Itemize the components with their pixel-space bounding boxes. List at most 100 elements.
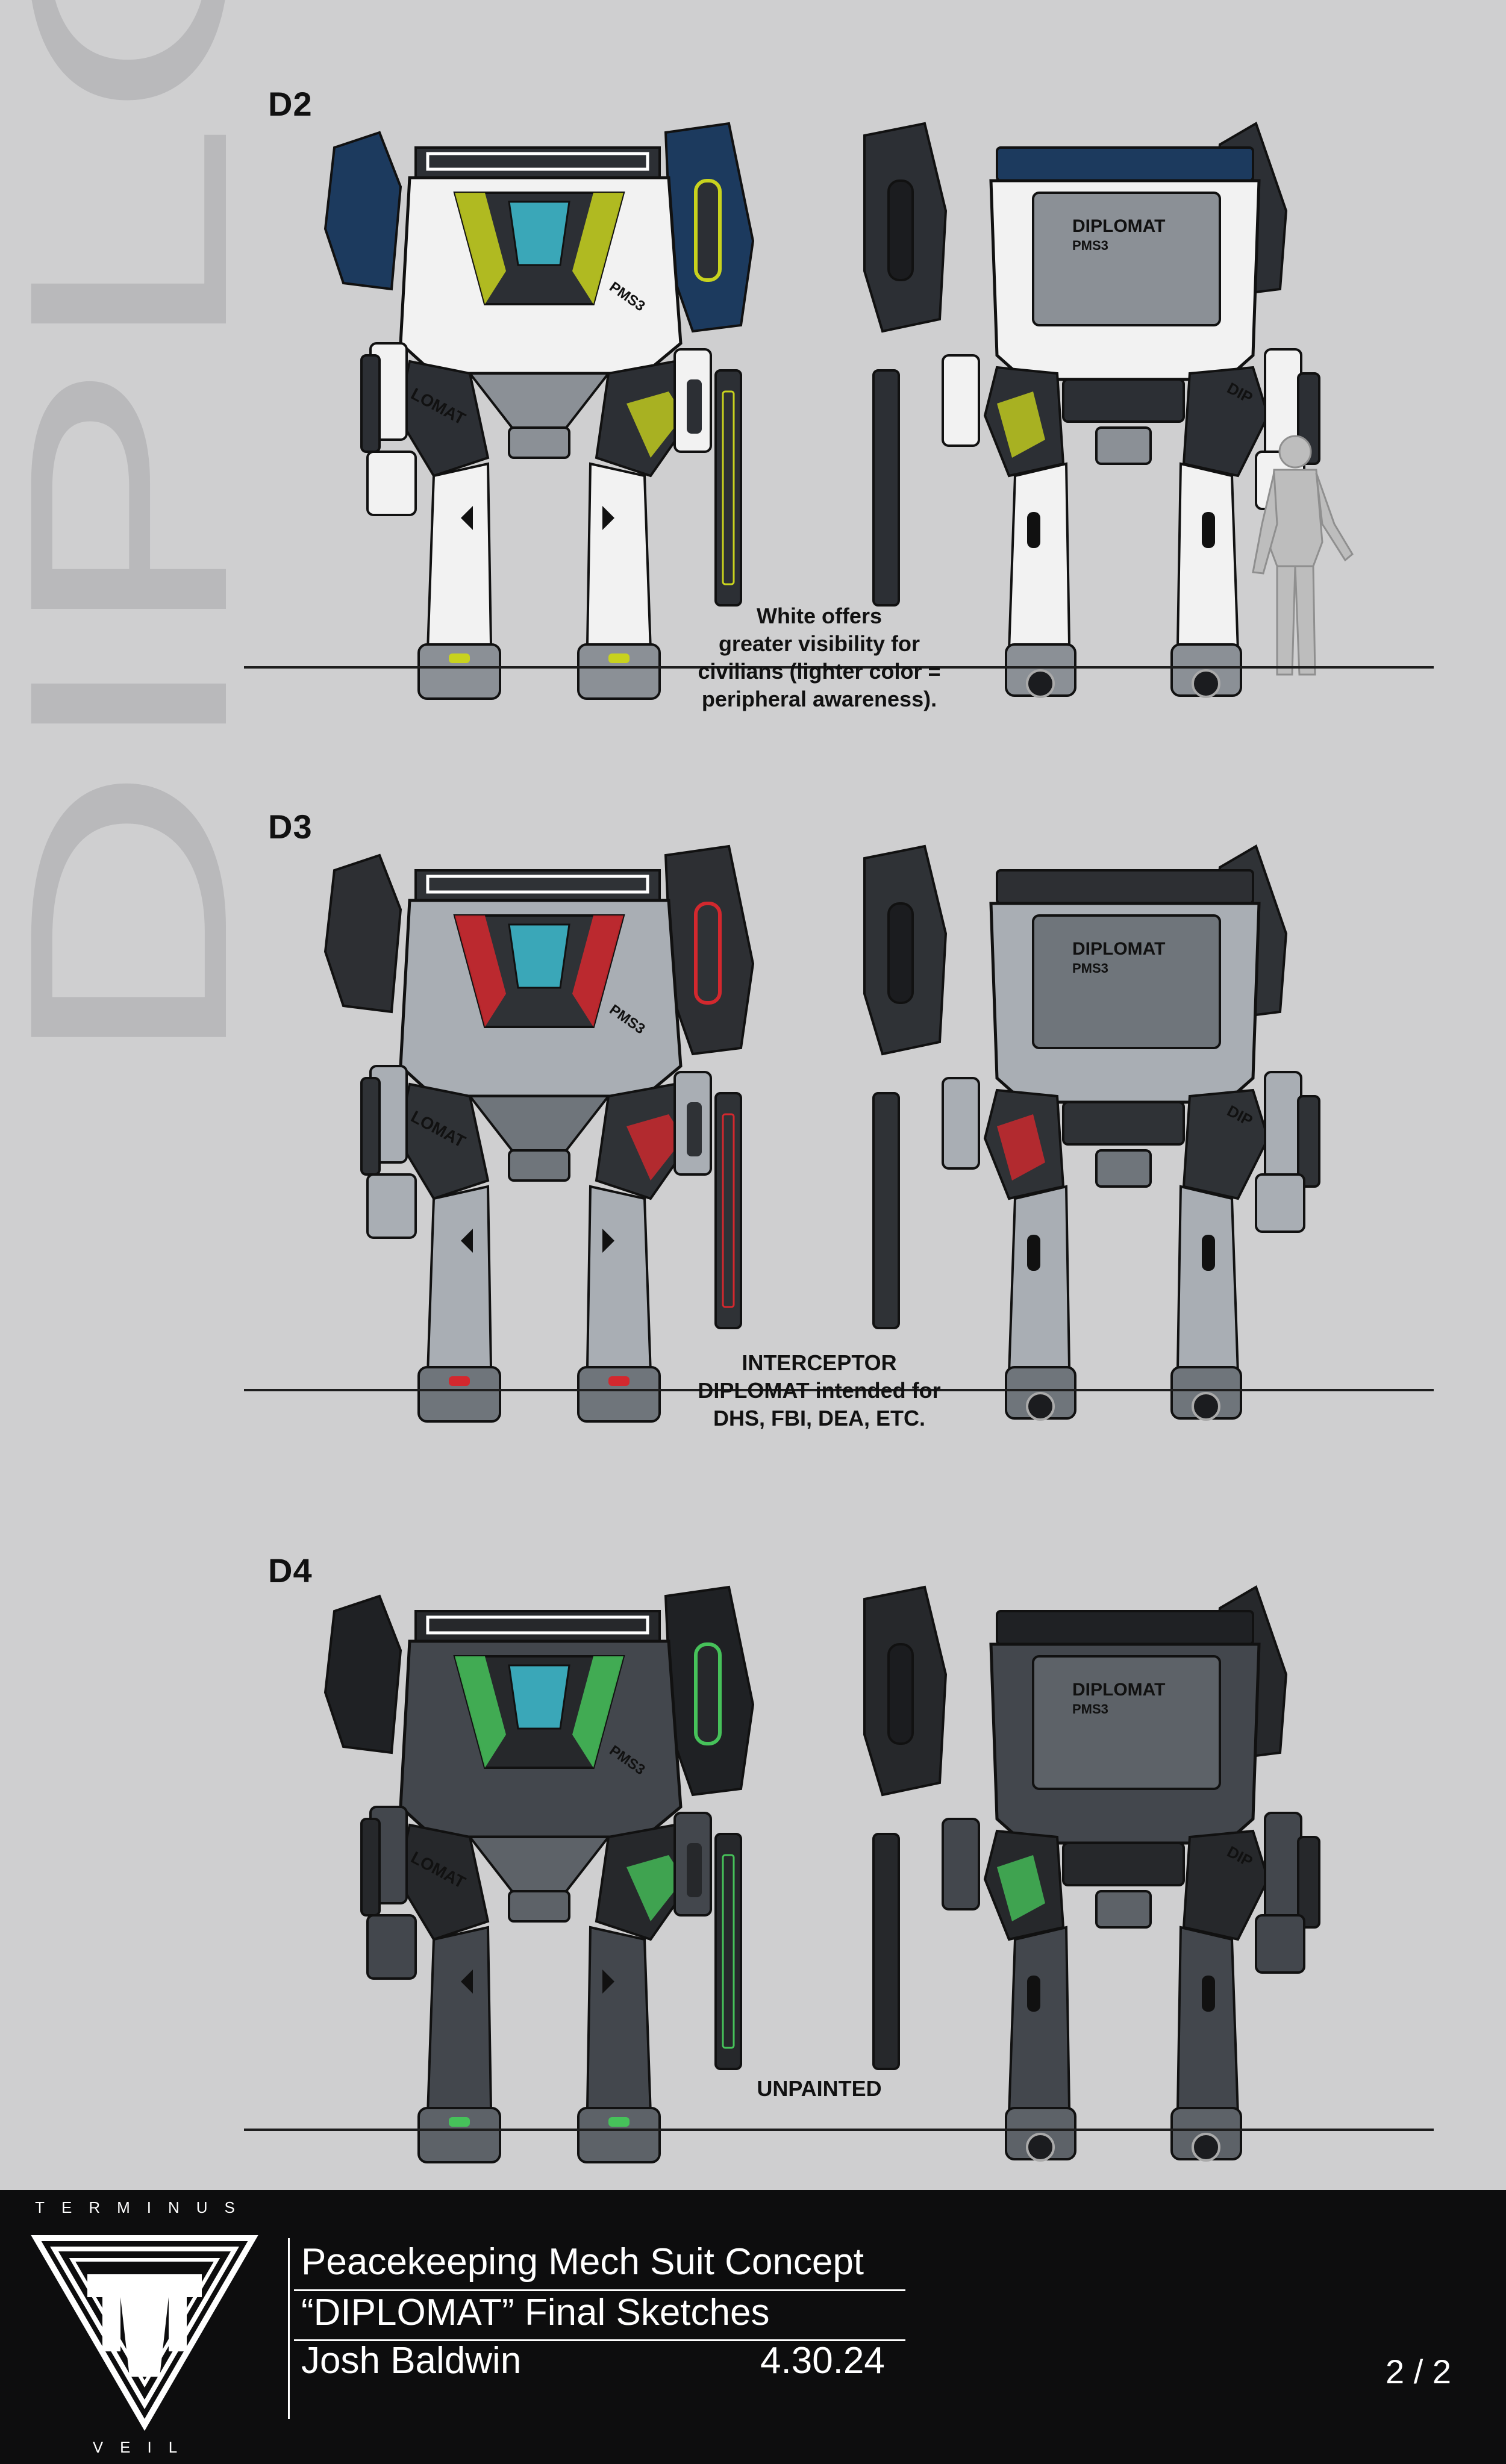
back-hip-accent	[997, 391, 1045, 458]
left-shoulder-pad	[323, 1594, 402, 1754]
back-shoulder-slot	[887, 179, 914, 281]
brand-name-top: TERMINUS	[35, 2198, 252, 2216]
row-label: D2	[268, 85, 313, 123]
right-leg	[586, 462, 652, 652]
ground-line	[244, 666, 1434, 669]
riot-shield	[714, 369, 742, 607]
left-forearm-pod	[360, 1077, 381, 1176]
back-left-arm	[942, 354, 980, 447]
ground-line	[244, 2129, 1434, 2131]
back-right-leg	[1176, 462, 1240, 652]
left-forearm-pod	[360, 1818, 381, 1917]
pelvis-joint	[508, 1149, 570, 1182]
back-top-bar	[996, 146, 1254, 182]
back-right-hand	[1255, 1173, 1305, 1233]
chest-accent-left	[455, 193, 506, 304]
heel-thruster	[1192, 1392, 1220, 1421]
waist	[467, 1836, 611, 1892]
shoulder-slot	[694, 1642, 722, 1745]
back-forearm-pod	[1297, 1095, 1320, 1188]
calf-vent	[1202, 512, 1215, 548]
left-leg	[426, 1185, 493, 1375]
backpack-panel	[1032, 914, 1221, 1049]
back-sublabel: PMS3	[1072, 238, 1108, 253]
left-foot	[417, 2107, 501, 2163]
back-left-leg	[1007, 462, 1071, 652]
back-pelvis-joint	[1095, 426, 1152, 465]
back-hip-accent	[997, 1855, 1045, 1921]
foot-light	[608, 2117, 630, 2127]
back-waist	[1062, 1101, 1185, 1146]
waist	[467, 1095, 611, 1152]
shoulder-slot	[694, 902, 722, 1005]
riot-shield-edge	[722, 1854, 735, 2049]
back-shield	[872, 369, 900, 607]
left-hand	[366, 451, 417, 516]
calf-vent	[1027, 1235, 1040, 1271]
human-arm	[1315, 472, 1354, 562]
sheet-date: 4.30.24	[760, 2340, 885, 2381]
chest-accent-left	[455, 915, 506, 1027]
footer-bar: TERMINUS VEIL Peacekeeping Mech Suit Con…	[0, 2190, 1506, 2464]
visor-window	[508, 1664, 570, 1730]
back-shield	[872, 1833, 900, 2070]
back-label: DIPLOMAT	[1072, 939, 1165, 959]
left-leg	[426, 1926, 493, 2116]
sheet-title: Peacekeeping Mech Suit Concept	[301, 2241, 864, 2283]
back-label: DIPLOMAT	[1072, 1680, 1165, 1700]
design-note: INTERCEPTOR DIPLOMAT intended for DHS, F…	[698, 1350, 941, 1430]
back-right-hip	[1182, 366, 1270, 478]
sheet-subtitle: “DIPLOMAT” Final Sketches	[301, 2292, 770, 2333]
back-hip-accent	[997, 1114, 1045, 1181]
heel-thruster	[1192, 2133, 1220, 2162]
right-foot	[577, 1366, 661, 1423]
back-shoulder-slot	[887, 1643, 914, 1745]
human-scale-figure	[1252, 435, 1354, 676]
calf-vent	[1027, 1976, 1040, 2012]
row-label: D4	[268, 1552, 313, 1589]
brand-name-bottom: VEIL	[92, 2438, 195, 2456]
design-note: White offers greater visibility for civi…	[698, 604, 941, 711]
calf-vent	[1027, 512, 1040, 548]
backpack-panel	[1032, 1655, 1221, 1790]
page-number: 2 / 2	[1386, 2353, 1451, 2391]
back-right-hip	[1182, 1829, 1270, 1941]
visor-window	[508, 201, 570, 266]
human-leg	[1294, 565, 1316, 676]
back-top-bar	[996, 1610, 1254, 1645]
back-shoulder-slot	[887, 902, 914, 1004]
back-sublabel: PMS3	[1072, 961, 1108, 976]
right-arm-detail	[687, 1843, 702, 1897]
hip-accent	[626, 1855, 684, 1921]
knee-marker	[602, 1970, 614, 1994]
back-right-hip	[1182, 1088, 1270, 1200]
right-leg	[586, 1185, 652, 1375]
shoulder-bar-trim	[426, 1615, 649, 1635]
riot-shield	[714, 1833, 742, 2070]
left-leg	[426, 462, 493, 652]
back-right-leg	[1176, 1926, 1240, 2116]
back-left-leg	[1007, 1185, 1071, 1375]
left-foot	[417, 1366, 501, 1423]
riot-shield-edge	[722, 1113, 735, 1308]
back-left-leg	[1007, 1926, 1071, 2116]
right-foot	[577, 2107, 661, 2163]
chest-accent-left	[455, 1656, 506, 1768]
foot-light	[608, 1376, 630, 1386]
background-title: DIPLOMAT	[0, 0, 259, 1072]
right-foot	[577, 643, 661, 700]
chest-accent-right	[572, 1656, 623, 1768]
right-arm-detail	[687, 379, 702, 434]
footer-divider	[288, 2238, 290, 2419]
back-label: DIPLOMAT	[1072, 216, 1165, 236]
knee-marker	[602, 1229, 614, 1253]
